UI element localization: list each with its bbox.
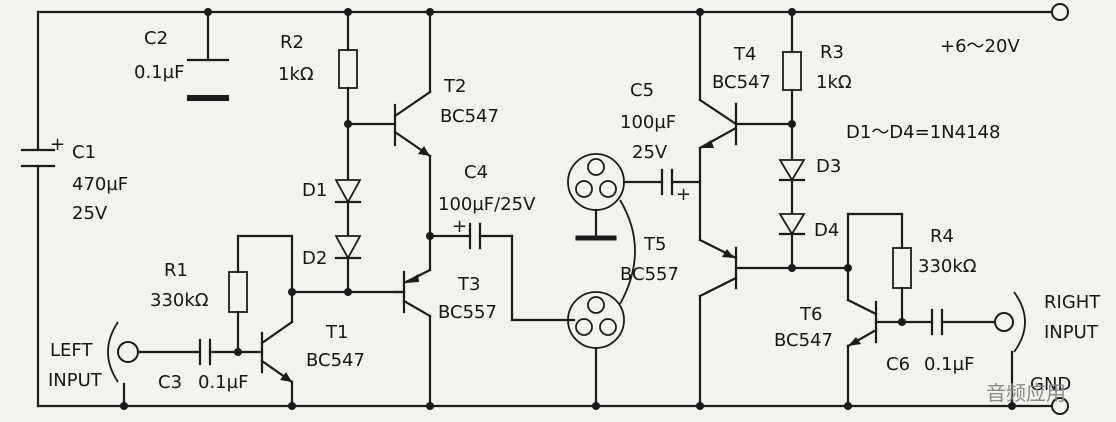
right-input-label-2: INPUT [1044, 322, 1099, 343]
t6-type: BC547 [774, 330, 833, 351]
c6-name: C6 [886, 354, 910, 375]
left-input-jack[interactable]: LEFT INPUT [48, 321, 139, 408]
r3-value: 1kΩ [816, 72, 852, 93]
svg-text:+: + [676, 184, 691, 205]
capacitor-c2: C2 0.1µF [134, 10, 230, 101]
t3-name: T3 [457, 274, 480, 295]
c3-name: C3 [158, 372, 182, 393]
right-input-jack[interactable]: RIGHT INPUT [994, 291, 1101, 408]
svg-text:+: + [452, 216, 467, 237]
right-input-label-1: RIGHT [1044, 292, 1101, 313]
r3-name: R3 [820, 42, 844, 63]
transistor-t3: T3 BC557 [393, 154, 497, 408]
r2-name: R2 [280, 32, 304, 53]
c5-name: C5 [630, 80, 654, 101]
capacitor-c3: C3 0.1µF [136, 338, 248, 393]
t4-name: T4 [733, 44, 756, 65]
c2-value: 0.1µF [134, 62, 184, 83]
supply-terminal[interactable]: +6～20V [940, 3, 1069, 57]
d2-name: D2 [302, 248, 327, 269]
ground-terminal[interactable]: GND [1030, 374, 1071, 415]
c6-value: 0.1µF [924, 354, 974, 375]
capacitor-c4: + C4 100µF/25V [428, 162, 576, 322]
headphone-plug-bottom [567, 291, 625, 408]
diode-d2: D2 [302, 235, 362, 294]
capacitor-c6: C6 0.1µF [886, 308, 998, 375]
resistor-r3: R3 1kΩ [782, 10, 852, 162]
watermark: 音频应用 [986, 381, 1066, 405]
diode-note: D1～D4=1N4148 [846, 122, 1000, 143]
t1-name: T1 [325, 322, 348, 343]
r4-value: 330kΩ [918, 256, 977, 277]
transistor-t1: T1 BC547 [236, 290, 365, 408]
resistor-r1: R1 330kΩ [150, 234, 294, 354]
capacitor-c5: + C5 100µF 25V [620, 80, 702, 205]
resistor-r4: R4 330kΩ [846, 212, 977, 324]
t3-type: BC557 [438, 302, 497, 323]
t4-type: BC547 [712, 72, 771, 93]
junction-dots [120, 8, 1016, 410]
c4-value: 100µF/25V [438, 194, 536, 215]
transistor-t5: T5 BC557 [620, 234, 850, 408]
r4-name: R4 [930, 226, 954, 247]
c4-label: C4 [464, 162, 488, 183]
c1-voltage: 25V [72, 203, 108, 224]
c2-name: C2 [144, 28, 168, 49]
t2-name: T2 [443, 76, 466, 97]
t5-name: T5 [643, 234, 666, 255]
plug-link [619, 199, 636, 305]
r1-value: 330kΩ [150, 290, 209, 311]
c1-name: C1 [72, 142, 96, 163]
d4-name: D4 [814, 220, 839, 241]
supply-label: +6～20V [940, 36, 1020, 57]
t1-type: BC547 [306, 350, 365, 371]
resistor-r2: R2 1kΩ [278, 10, 358, 182]
svg-text:+: + [50, 134, 65, 155]
transistor-t2: T2 BC547 [346, 10, 499, 158]
gnd-label: GND [1030, 374, 1071, 395]
c3-value: 0.1µF [198, 372, 248, 393]
c5-voltage: 25V [632, 142, 668, 163]
headphone-plug-top [567, 153, 664, 241]
d1-name: D1 [302, 180, 327, 201]
r2-value: 1kΩ [278, 64, 314, 85]
diode-d4: D4 [778, 213, 839, 270]
t2-type: BC547 [440, 106, 499, 127]
transistor-t6: T6 BC547 [774, 266, 934, 408]
t5-type: BC557 [620, 264, 679, 285]
c1-value: 470µF [72, 174, 128, 195]
r1-name: R1 [164, 260, 188, 281]
capacitor-c1: + C1 470µF 25V [20, 10, 128, 408]
diode-d3: D3 [778, 156, 841, 216]
diode-d1: D1 [302, 179, 362, 238]
d3-name: D3 [816, 156, 841, 177]
left-input-label-1: LEFT [50, 340, 93, 361]
transistor-t4: T4 BC547 [698, 10, 794, 242]
c5-value: 100µF [620, 112, 676, 133]
t6-name: T6 [799, 304, 822, 325]
left-input-label-2: INPUT [48, 370, 103, 391]
